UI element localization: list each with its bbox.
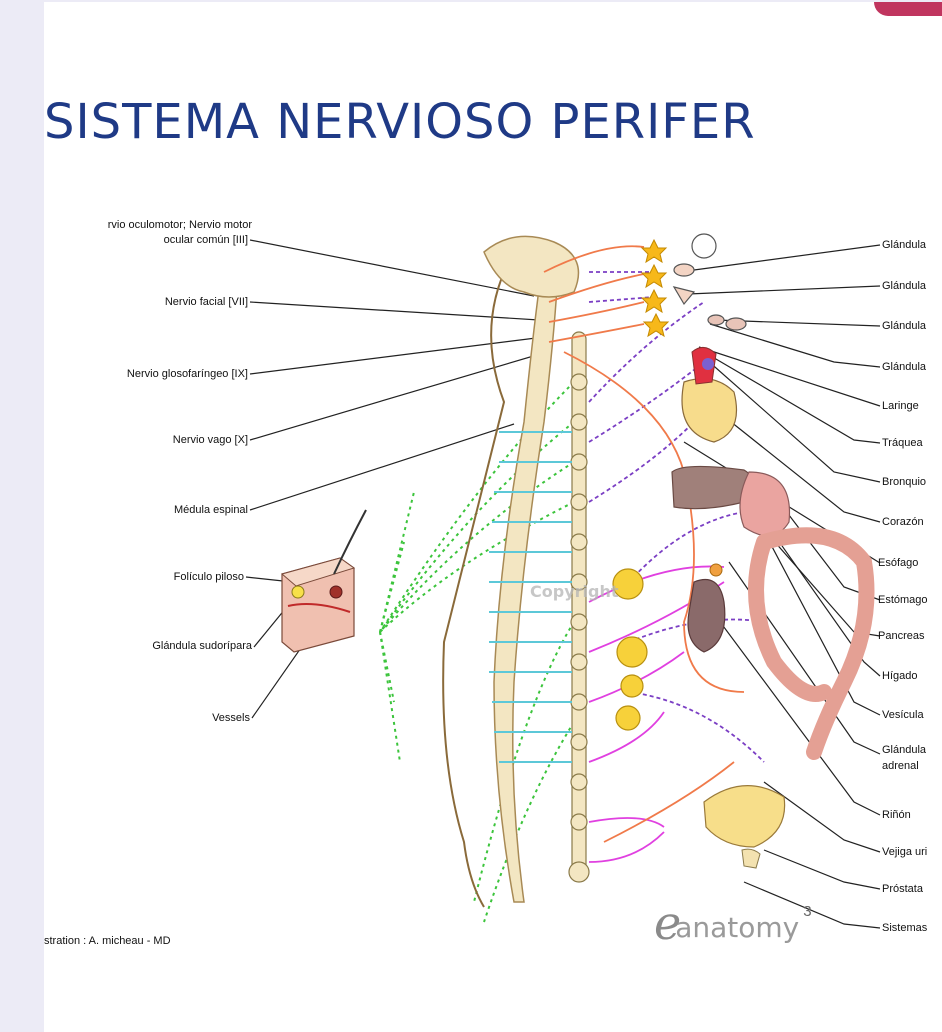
label-oculomotor-line1: rvio oculomotor; Nervio motor [108,219,252,231]
label-gallbladder: Vesícula [882,709,924,721]
label-facial-nerve: Nervio facial [VII] [165,296,248,308]
prostate [742,849,760,868]
leader-medula [250,424,514,510]
large-intestine [756,535,867,752]
label-vessels: Vessels [212,712,250,724]
slide: SISTEMA NERVIOSO PERIFER [44,2,942,1032]
label-oculomotor-line2: ocular común [III] [164,234,248,246]
label-pancreas: Pancreas [878,630,924,642]
label-glossopharyngeal-nerve: Nervio glosofaríngeo [IX] [127,368,248,380]
e-anatomy-logo: e anatomy 3 [654,900,812,946]
label-gland-3: Glándula [882,320,926,332]
leader-facial [250,302,539,320]
label-gland-1: Glándula [882,239,926,251]
sympathetic-fibers [589,272,764,762]
adrenal [710,564,722,576]
label-prostate: Próstata [882,883,923,895]
label-vagus-nerve: Nervio vago [X] [173,434,248,446]
label-adrenal-line1: Glándula [882,744,926,756]
label-adrenal-line2: adrenal [882,760,919,772]
stomach [740,472,790,536]
label-larynx: Laringe [882,400,919,412]
leader-glosofaringeo [250,337,544,374]
label-liver: Hígado [882,670,917,682]
label-hair-follicle: Folículo piloso [174,571,244,583]
bladder [704,786,785,847]
spinal-column [494,252,559,902]
brand-name: anatomy [675,914,799,942]
kidney [688,580,725,653]
sympathetic-chain [569,332,589,882]
label-gland-4: Glándula [882,361,926,373]
label-bladder: Vejiga uri [882,846,927,858]
page-number: 3 [803,903,811,920]
heart [682,347,737,442]
label-gland-2: Glándula [882,280,926,292]
label-systems: Sistemas [882,922,927,934]
label-bronchus: Bronquio [882,476,926,488]
label-heart: Corazón [882,516,924,528]
label-stomach: Estómago [878,594,928,606]
cranial-ganglia [642,240,668,336]
anatomy-illustration [44,2,942,1032]
label-sweat-gland: Glándula sudorípara [152,640,252,652]
skin-sample [282,510,366,652]
illustration-credit: stration : A. micheau - MD [44,935,171,947]
copyright-watermark: Copyright [530,582,618,601]
label-spinal-cord: Médula espinal [174,504,248,516]
label-kidney: Riñón [882,809,911,821]
label-trachea: Tráquea [882,437,923,449]
label-esophagus: Esófago [878,557,918,569]
